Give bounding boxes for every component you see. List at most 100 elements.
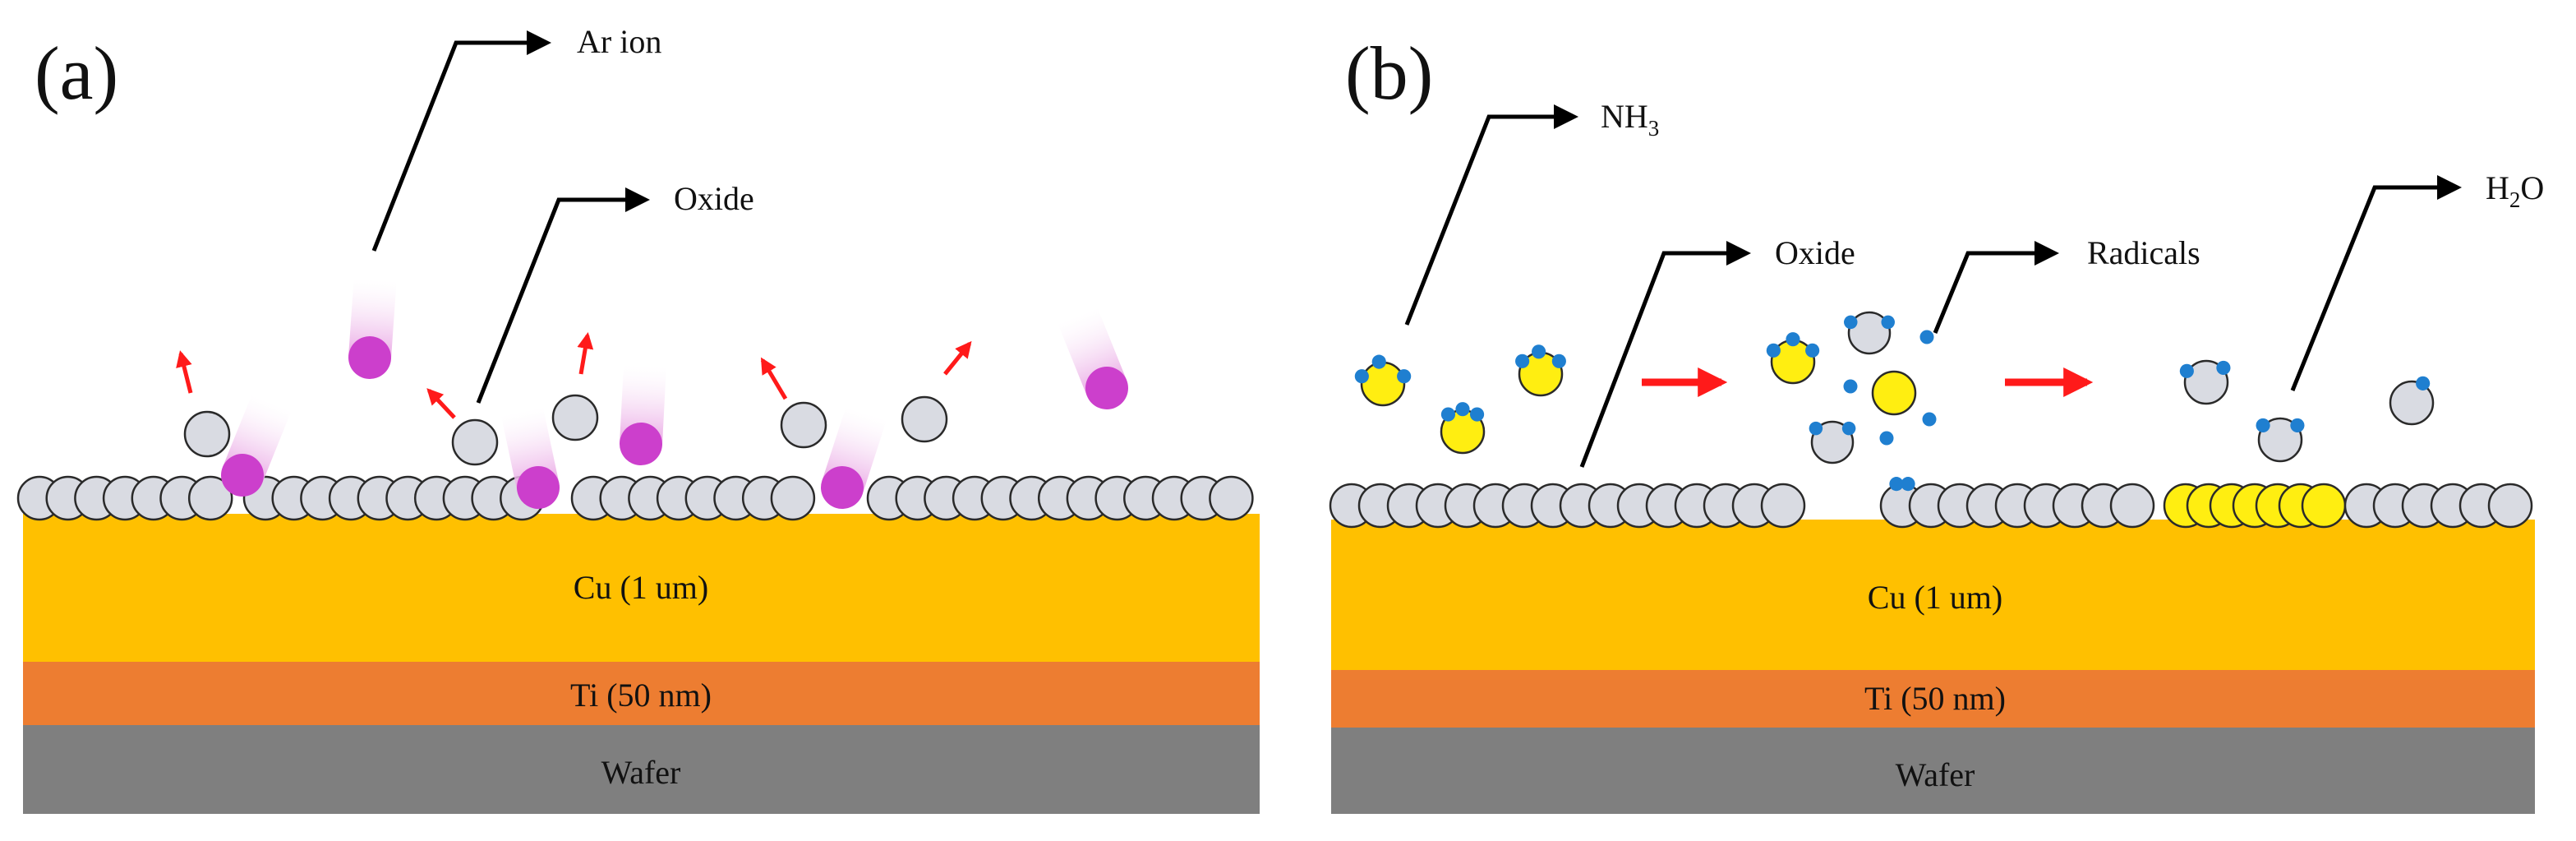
hydrogen-atom [1532, 344, 1546, 359]
hydrogen-atom [1844, 315, 1858, 330]
panel-b-label: (b) [1345, 31, 1433, 115]
hydrogen-atom [1469, 407, 1485, 422]
ar-ion-sphere [620, 423, 662, 465]
ar-ion [500, 406, 560, 509]
ar-ion [1058, 307, 1128, 409]
hydrogen-atom [1455, 402, 1470, 417]
radicals-callout-line [1933, 241, 2059, 334]
radical-h-atom [1922, 412, 1937, 427]
panel-a-ti-label: Ti (50 nm) [570, 677, 712, 714]
hydrogen-atom [1440, 407, 1456, 422]
ar-ion-sphere [517, 466, 560, 509]
ejection-arrow [760, 357, 788, 400]
nh3-callout-label: NH3 [1601, 98, 1659, 141]
hydrogen-atom [1805, 343, 1820, 358]
panel-a: (a) Cu (1 um) Ti (50 nm) Wafer Ar ion Ox… [16, 23, 1260, 814]
ejection-arrow [426, 388, 456, 419]
panel-b: (b) Cu (1 um) Ti (50 nm) Wafer NH3 Oxide… [1329, 31, 2544, 814]
h2o-molecule [2257, 417, 2303, 463]
hydrogen-atom [2416, 376, 2431, 390]
nh3-molecule [1360, 361, 1406, 407]
panel-b-wafer-layer [1331, 728, 2535, 814]
sputtered-oxide-sphere [551, 394, 599, 441]
panel-a-ejection-arrows [176, 332, 972, 419]
ejection-arrow [943, 340, 972, 376]
panel-a-oxide-layer [16, 475, 1254, 521]
hydrogen-atom [2179, 363, 2194, 378]
panel-b-callouts: NH3 Oxide Radicals H2O [1404, 98, 2544, 468]
hydrogen-atom [1889, 477, 1904, 492]
oxide-callout-line-b [1579, 241, 1751, 468]
h2o-callout-label: H2O [2486, 169, 2544, 212]
oxide-sphere [2109, 483, 2155, 529]
sputtered-oxide-sphere [780, 401, 827, 449]
ejection-arrow [176, 350, 193, 394]
panel-b-substrate-stack: Cu (1 um) Ti (50 nm) Wafer [1331, 520, 2535, 814]
oxide-callout-label-a: Oxide [674, 180, 754, 217]
hydrogen-atom [1354, 369, 1369, 384]
ar-ion-sphere [1085, 366, 1128, 409]
ar-ion [348, 278, 397, 379]
hydrogen-atom [1881, 315, 1895, 330]
ar-ion-sphere [821, 466, 864, 509]
ar-ion-sphere [221, 454, 264, 497]
panel-a-cu-label: Cu (1 um) [574, 569, 708, 606]
panel-a-cu-layer [23, 514, 1260, 662]
h2o-molecule [2183, 359, 2229, 405]
panel-b-cu-label: Cu (1 um) [1868, 579, 2002, 616]
oxide-sphere [770, 475, 816, 521]
radicals-callout-label: Radicals [2087, 234, 2200, 271]
radical-h-atom [1843, 379, 1858, 394]
panel-a-label: (a) [35, 31, 118, 115]
panel-a-sputtered-oxides [183, 394, 948, 466]
sputtered-oxide-sphere [183, 410, 231, 458]
panel-a-callouts: Ar ion Oxide [371, 23, 754, 404]
panel-a-substrate-stack: Cu (1 um) Ti (50 nm) Wafer [23, 514, 1260, 814]
panel-a-ti-layer [23, 662, 1260, 725]
hydrogen-atom [1809, 421, 1823, 436]
panel-a-wafer-label: Wafer [601, 754, 681, 791]
panel-b-cu-layer [1331, 520, 2535, 670]
hydrogen-atom [1841, 421, 1856, 436]
radical-cluster-sphere [1810, 420, 1855, 464]
hydrogen-atom [1901, 477, 1915, 492]
ar-ion [221, 395, 292, 497]
sputtered-oxide-sphere [901, 395, 948, 443]
nh3-callout-line [1404, 104, 1578, 326]
ar-ion-sphere [348, 336, 391, 379]
h2o-molecule [2389, 380, 2435, 426]
oxide-callout-line-a [476, 187, 650, 404]
oxide-sphere [1760, 483, 1806, 529]
hydrogen-atom [1397, 369, 1412, 384]
panel-b-ti-layer [1331, 670, 2535, 728]
h2o-callout-line [2290, 175, 2462, 391]
panel-a-wafer-layer [23, 725, 1260, 814]
ejection-arrow [577, 332, 594, 375]
hydrogen-atom [2256, 418, 2270, 433]
oxide-sphere [2487, 483, 2533, 529]
ar-ion-callout-label: Ar ion [577, 23, 661, 60]
ar-ion [821, 406, 887, 509]
panel-a-ar-ions [221, 278, 1128, 509]
radical-h-atom [1879, 431, 1894, 446]
ar-ion [620, 364, 666, 465]
radical-cluster-sphere [1847, 311, 1892, 355]
oxide-callout-label-b: Oxide [1775, 234, 1855, 271]
hydrogen-atom [1766, 343, 1781, 358]
panel-b-ti-label: Ti (50 nm) [1864, 680, 2006, 717]
panel-b-oxide-layer [1329, 477, 2533, 529]
hydrogen-atom [2216, 360, 2231, 376]
oxide-sphere [187, 475, 233, 521]
hydrogen-atom [1515, 353, 1530, 368]
radical-h-atom [1919, 330, 1934, 344]
panel-b-molecules [1354, 311, 2435, 464]
ar-ion-callout-line [371, 30, 551, 252]
hydrogen-atom [1551, 353, 1566, 368]
radical-cluster-sphere [1871, 370, 1917, 416]
hydrogen-atom [1371, 354, 1386, 369]
panel-b-wafer-label: Wafer [1896, 756, 1975, 793]
oxide-sphere [1209, 475, 1254, 521]
reduced-cu-sphere [2301, 483, 2347, 529]
hydrogen-atom [2290, 418, 2305, 433]
sputtered-oxide-sphere [451, 418, 499, 466]
